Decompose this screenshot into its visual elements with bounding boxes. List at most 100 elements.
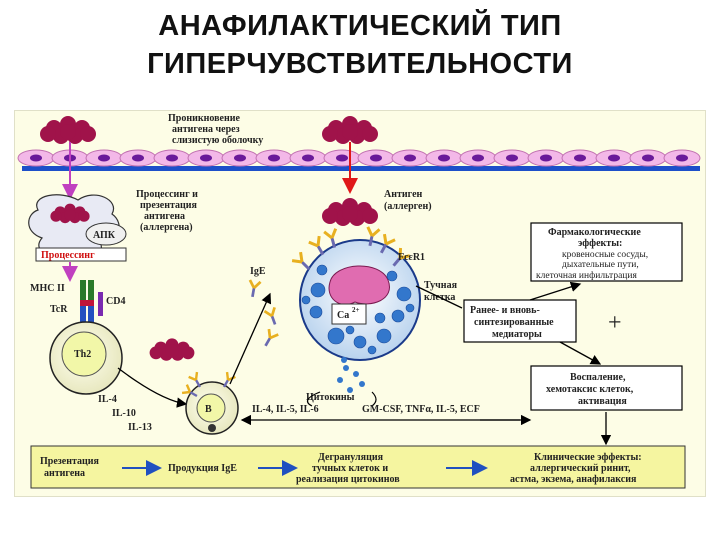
- label-processing-presentation-2: презентация: [140, 200, 198, 211]
- antigen-lobe: [149, 346, 163, 360]
- bottom-step3-3: реализация цитокинов: [296, 474, 400, 485]
- cd4-molecule: [98, 292, 103, 316]
- released-granule: [341, 357, 347, 363]
- arrow-b-to-ige: [229, 292, 272, 385]
- plus-sign: +: [608, 310, 622, 336]
- label-gm-csf: GM-CSF, TNFα, IL-5, ECF: [362, 404, 480, 415]
- label-penetration-1: Проникновение: [168, 113, 241, 124]
- epithelial-nucleus: [404, 154, 416, 162]
- bottom-step3-2: тучных клеток и: [312, 463, 388, 474]
- cytokine-arc-1: [306, 391, 321, 407]
- mast-nucleus: [328, 265, 390, 305]
- released-granule: [337, 377, 343, 383]
- pharm-line-2: эффекты:: [578, 238, 622, 249]
- granule: [309, 305, 323, 319]
- antigen-lobe: [80, 126, 96, 142]
- processing-box: [35, 247, 127, 262]
- bottom-step3-1: Дегрануляция: [318, 452, 384, 463]
- epithelial-nucleus: [608, 154, 620, 162]
- bottom-step4-2: аллергический ринит,: [530, 463, 631, 474]
- antigen-lobe: [181, 346, 195, 360]
- released-granule: [353, 371, 359, 377]
- released-granule: [347, 387, 353, 393]
- page-title-line-2: ГИПЕРЧУВСТВИТЕЛЬНОСТИ: [147, 48, 573, 80]
- arrow-mediators-to-inflammation: [559, 341, 602, 365]
- epithelial-nucleus: [98, 154, 110, 162]
- label-penetration-3: слизистую оболочку: [172, 135, 263, 146]
- label-b: B: [205, 404, 212, 415]
- antibody-y: [222, 371, 236, 388]
- antibody-y: [392, 247, 411, 267]
- mhc-molecule: [80, 280, 86, 300]
- inflammation-line-1: Воспаление,: [570, 372, 626, 383]
- th2-nucleus: [61, 331, 107, 377]
- antigen-lobe: [78, 210, 90, 222]
- granule: [391, 309, 405, 323]
- inflammation-line-2: хемотаксис клеток,: [546, 384, 634, 395]
- antigen-top-left: [40, 116, 96, 144]
- label-mast-1: Тучная: [424, 280, 458, 291]
- pharm-line-1: Фармакологические: [548, 227, 641, 238]
- label-il-13: IL-13: [128, 422, 152, 433]
- antigen-near-b: [149, 338, 195, 361]
- antigen-lobe: [60, 124, 76, 140]
- antibody-y: [366, 226, 381, 247]
- granule: [386, 270, 398, 282]
- pharm-line-5: клеточная инфильтрация: [536, 270, 637, 281]
- granule: [396, 286, 412, 302]
- epithelial-nucleus: [234, 154, 246, 162]
- granule: [405, 303, 415, 313]
- label-processing-presentation-4: (аллергена): [140, 222, 193, 233]
- label-antigen-2: (аллерген): [384, 201, 432, 212]
- b-nucleus: [196, 393, 226, 423]
- epithelial-nucleus: [166, 154, 178, 162]
- released-granules: [337, 357, 365, 393]
- mediators-line-2: синтезированные: [474, 317, 554, 328]
- label-ca: Ca: [337, 310, 349, 321]
- antigen-lobe: [50, 210, 62, 222]
- epithelial-nucleus: [472, 154, 484, 162]
- label-th2: Th2: [74, 349, 91, 360]
- antibody-y: [291, 251, 311, 271]
- tcr-molecule-2: [88, 306, 94, 324]
- antigen-lobe: [342, 124, 358, 140]
- antibody-y: [308, 235, 325, 256]
- granule: [310, 282, 326, 298]
- epithelium-layer: [17, 149, 701, 171]
- label-processing-presentation-3: антигена: [144, 211, 185, 222]
- pharm-line-4: дыхательные пути,: [562, 260, 639, 270]
- granule: [376, 328, 392, 344]
- antigen-top-right: [322, 116, 378, 144]
- label-antigen-1: Антиген: [384, 189, 423, 200]
- label-tcr: TcR: [50, 304, 68, 315]
- label-cytokines: Цитокины: [306, 392, 355, 403]
- antigen-lobe: [322, 208, 338, 224]
- granule: [327, 327, 345, 345]
- label-processing: Процессинг: [41, 250, 95, 261]
- mast-granules: [301, 264, 415, 355]
- epithelial-nucleus: [676, 154, 688, 162]
- label-fcer1: FcεR1: [398, 252, 425, 263]
- line-mast-to-mediators: [415, 285, 463, 309]
- antibody-y: [379, 233, 396, 254]
- arrow-th2-to-b: [117, 367, 188, 408]
- granule: [345, 325, 355, 335]
- antibody-y: [263, 306, 277, 325]
- inflammation-line-3: активация: [578, 396, 627, 407]
- epithelial-nucleus: [370, 154, 382, 162]
- granule: [301, 295, 311, 305]
- cytokine-arc-2: [371, 391, 377, 407]
- antigen-in-apc: [50, 203, 90, 224]
- antigen-lobe: [165, 344, 179, 358]
- free-ige: [248, 279, 279, 347]
- antigen-lobe: [64, 209, 76, 221]
- mediators-box: [463, 299, 577, 343]
- antigen-lobe: [362, 208, 378, 224]
- label-apk: АПК: [93, 230, 116, 241]
- inflammation-box: [530, 365, 683, 411]
- epithelial-nucleus: [336, 154, 348, 162]
- antibody-y: [188, 371, 202, 388]
- label-penetration-2: антигена через: [172, 124, 240, 135]
- antigen-lobe: [40, 126, 56, 142]
- epithelial-nucleus: [268, 154, 280, 162]
